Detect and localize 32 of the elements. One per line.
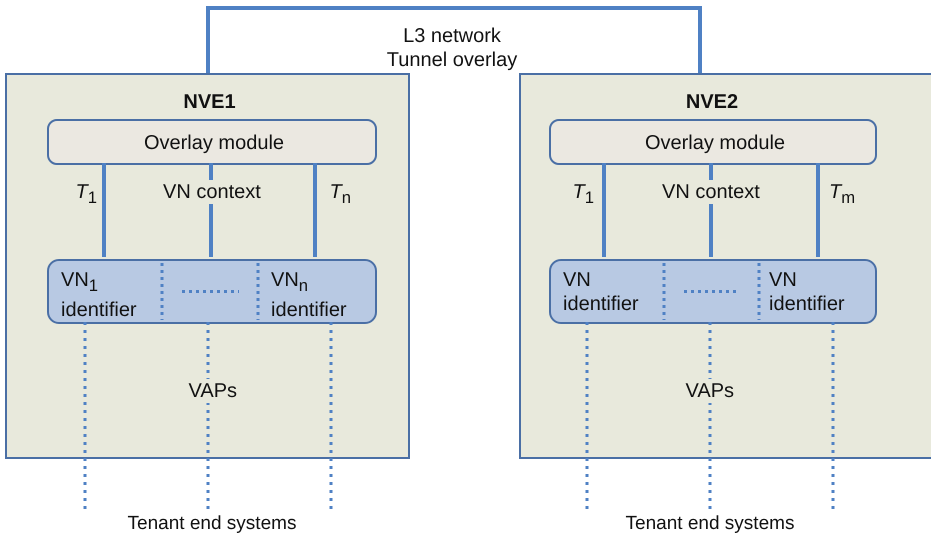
edge-label: VN context bbox=[161, 180, 263, 204]
identifier-label: VN$_{n}$ identifier bbox=[271, 268, 348, 322]
node-label: Tenant end systems bbox=[560, 512, 860, 540]
box-label: Overlay module bbox=[142, 131, 286, 155]
device-box bbox=[5, 73, 410, 459]
dotted-line bbox=[586, 322, 588, 512]
module-box bbox=[47, 119, 377, 165]
box-title: NVE2 bbox=[684, 90, 740, 114]
connector-line bbox=[313, 163, 317, 257]
connector-line bbox=[102, 163, 106, 257]
dotted-line bbox=[708, 322, 712, 512]
edge-label: VAPs bbox=[684, 379, 736, 403]
identifier-label: VN$_{1}$ identifier bbox=[61, 268, 138, 322]
edge-label: VAPs bbox=[186, 379, 240, 403]
identifier-bar bbox=[549, 259, 877, 324]
connector-line bbox=[206, 6, 702, 73]
dotted-line bbox=[832, 322, 834, 512]
device-box bbox=[519, 73, 931, 459]
identifier-bar bbox=[47, 259, 377, 324]
module-box bbox=[549, 119, 877, 165]
box-title: NVE1 bbox=[182, 90, 237, 114]
dotted-line bbox=[206, 322, 210, 512]
dotted-line bbox=[84, 322, 86, 512]
dotted-line bbox=[330, 322, 332, 512]
identifier-label: VN identifier bbox=[769, 268, 846, 316]
identifier-label: VN identifier bbox=[563, 268, 640, 316]
edge-label: VN context bbox=[660, 180, 762, 204]
box-label: Overlay module bbox=[644, 131, 786, 155]
connector-line bbox=[602, 163, 606, 257]
edge-label: L3 network Tunnel overlay bbox=[386, 24, 518, 72]
connector-line bbox=[816, 163, 820, 257]
node-label: Tenant end systems bbox=[60, 512, 364, 540]
